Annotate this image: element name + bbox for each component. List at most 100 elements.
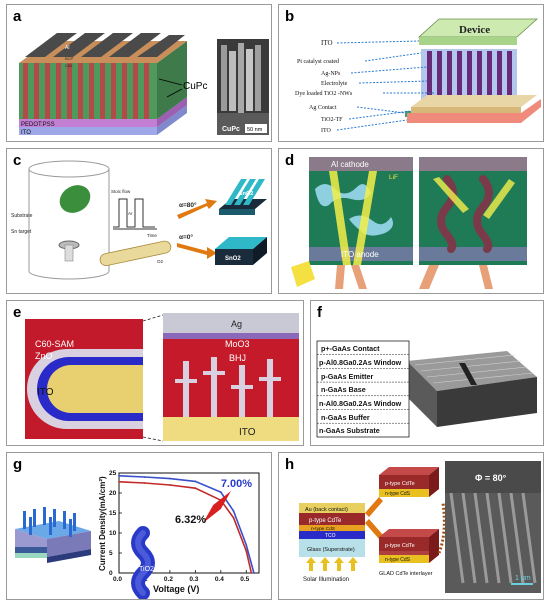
panel-h: h Au (back contact) p-type CdTe n-type C… [278,452,544,600]
label-flow: Stoic flow [111,189,131,194]
film2-label: SnO2 [225,256,241,262]
panel-a-figure: Al BCP C60 PEDOT:PSS ITO CuPc CuPc 50 nm [19,33,269,136]
panel-label: b [285,8,295,25]
right-ag-label: Ag [231,319,242,329]
nanowire-array [175,357,281,417]
block-top [407,351,537,391]
left-light-rays [329,171,377,265]
stack-label-3: TCO [325,533,336,539]
panel-d-figure: Al cathode LiF ITO anode [291,157,527,289]
pulse-diagram [113,198,157,230]
annotation-6-32: 6.32% [175,514,206,526]
series-point-1 [118,480,120,483]
left-ito-label: ITO [37,387,54,398]
texture-lines [414,354,534,384]
panel-c: c Substrate Sn target Stoic flow Time Ar… [6,148,272,294]
ag-layer [163,313,299,333]
scalebar-box [245,124,267,133]
dotted-connector [437,502,446,554]
label-ito-bottom: ITO [321,128,332,134]
label-substrate: Substrate [11,213,33,219]
stack-cdte [299,513,365,525]
right-ito-label: ITO [239,427,256,438]
series-point-0 [169,477,171,480]
sem-image [445,461,541,593]
top-block-top [379,467,439,475]
stack-connectors [365,497,383,539]
alpha1-label: α=80° [179,201,197,209]
y-tick-label: 20 [109,490,117,497]
panel-c-figure: Substrate Sn target Stoic flow Time Ar O… [11,160,267,280]
efficiency-arrow [203,491,231,523]
left-sam-label: C60-SAM [35,339,74,349]
x-tick-label: 0.5 [240,576,249,583]
al-electrodes [25,33,185,57]
c60-label: C60 [65,63,73,68]
right-bhj-label: BHJ [229,353,246,363]
stack-label-1: p-type CdTe [309,518,342,524]
right-al-cathode [419,157,527,171]
stack-tco [299,531,365,539]
ito-core [47,365,143,413]
x-tick-label: 0.3 [189,576,198,583]
top-block-side [429,467,439,497]
series-point-0 [245,544,248,546]
inset-nanowire [131,526,155,599]
series-line-1 [118,481,253,574]
x-tick-label: 0.0 [113,576,122,583]
arrow-alpha80 [177,199,217,219]
series-point-0 [194,480,197,483]
cathode-label: Al cathode [331,160,369,169]
panel-label: g [13,456,23,473]
panel-label: d [285,152,295,169]
series-point-0 [143,476,146,478]
panel-h-figure: Au (back contact) p-type CdTe n-type CdS… [299,461,541,593]
ito-label: ITO [21,130,31,136]
y-tick-label: 10 [109,530,117,537]
y-tick-label: 25 [109,470,117,477]
series-point-0 [118,474,120,477]
panel-f: f p+-GaAs Contact p-Al0.8Ga0.2As Window … [310,300,544,446]
anode-label: ITO anode [341,250,379,259]
bcp-label: BCP [65,56,74,61]
label-dye: Dye loaded TiO2 -NWs [295,91,353,97]
film2-front [215,249,253,265]
bottom-block-side [429,529,439,563]
series-point-1 [169,484,171,486]
film1-slanted-rods [225,179,265,205]
panel-label: c [13,152,22,169]
label-agnps: Ag-NPs [321,71,341,77]
tio2-nanowires [427,51,512,107]
label-o2: O2 [157,259,164,264]
layer-4: n-Al0.8Ga0.2As Window [319,399,402,408]
ito-bottom-layer [407,99,541,123]
substrate-holder [59,185,91,213]
stack-cds [299,525,365,531]
series-point-1 [232,516,235,519]
left-phase-blobs [315,184,393,236]
sem-label: CuPc [222,126,240,133]
moo3-layer [163,333,299,339]
plot-frame [118,472,260,574]
layer-list-box [316,340,410,438]
panel-a: a [6,4,272,142]
label-ito-top: ITO [321,39,333,47]
right-moo3-label: MoO3 [225,339,250,349]
target-stand [64,244,74,262]
panel-label: h [285,456,295,473]
layer-1: p-Al0.8Ga0.2As Window [319,358,402,367]
nanowire-device [15,507,91,563]
stack-au [299,503,365,513]
emission-arrows [335,265,493,289]
series-point-0 [253,572,255,574]
panel-e-figure: C60-SAM ZnO ITO Ag MoO3 BHJ ITO [25,313,299,442]
right-ito-anode [419,247,527,261]
series-point-1 [245,550,248,552]
cupc-callout: CuPc [183,81,207,92]
ito-front [19,127,157,135]
panel-label: e [13,304,22,321]
bottom-block-glad [379,551,429,555]
film1-front [219,209,255,215]
